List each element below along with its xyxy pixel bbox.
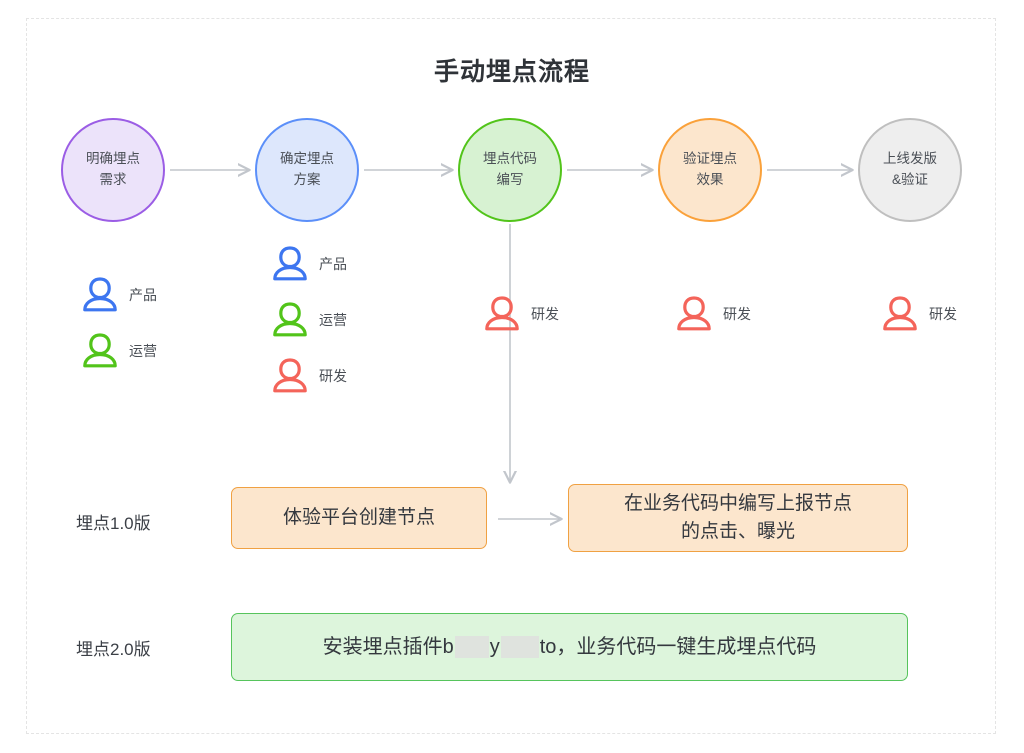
box-write-report-node-line1: 在业务代码中编写上报节点 <box>623 493 852 515</box>
box-write-report-node-line2: 的点击、曝光 <box>680 521 795 542</box>
node-requirement[interactable]: 明确埋点 需求 <box>61 118 165 222</box>
person-icon <box>677 296 711 331</box>
node-verify-line1: 验证埋点 <box>683 151 737 167</box>
role-item: 研发 <box>878 293 957 335</box>
node-release[interactable]: 上线发版 &验证 <box>858 118 962 222</box>
role-label: 运营 <box>319 312 347 328</box>
node-release-line1: 上线发版 <box>883 151 937 167</box>
role-label: 产品 <box>129 287 157 303</box>
node-plan-line1: 确定埋点 <box>280 151 334 167</box>
role-label: 研发 <box>319 368 347 384</box>
plugin-text-before: 安装埋点插件b <box>322 635 454 658</box>
person-icon <box>83 333 117 368</box>
node-requirement-line2: 需求 <box>99 172 127 187</box>
plugin-text-middle: y <box>489 635 500 658</box>
role-group-code: 研发 <box>480 293 559 349</box>
node-code-line2: 编写 <box>496 172 524 187</box>
node-plan[interactable]: 确定埋点 方案 <box>255 118 359 222</box>
role-label: 研发 <box>929 306 957 322</box>
person-icon <box>485 296 519 331</box>
version-2-label: 埋点2.0版 <box>76 640 151 659</box>
role-group-plan: 产品 运营 研发 <box>268 243 347 411</box>
role-item: 产品 <box>268 243 347 285</box>
version-1-label: 埋点1.0版 <box>76 514 151 533</box>
role-label: 研发 <box>531 306 559 322</box>
node-verify-line2: 效果 <box>696 172 724 187</box>
box-install-plugin[interactable]: 安装埋点插件b y to，业务代码一键生成埋点代码 <box>231 613 908 681</box>
plugin-text-after: to，业务代码一键生成埋点代码 <box>539 635 817 658</box>
page-title: 手动埋点流程 <box>433 58 590 86</box>
role-item: 研发 <box>480 293 559 335</box>
role-label: 运营 <box>129 343 157 359</box>
role-item: 研发 <box>268 355 347 397</box>
role-label: 产品 <box>319 256 347 272</box>
role-item: 研发 <box>672 293 751 335</box>
role-label: 研发 <box>723 306 751 322</box>
node-verify[interactable]: 验证埋点 效果 <box>658 118 762 222</box>
node-code-line1: 埋点代码 <box>483 151 537 167</box>
person-icon <box>273 246 307 281</box>
role-group-verify: 研发 <box>672 293 751 349</box>
node-release-line2: &验证 <box>891 172 928 187</box>
role-item: 产品 <box>78 274 157 316</box>
role-item: 运营 <box>78 330 157 372</box>
node-plan-line2: 方案 <box>293 172 321 187</box>
person-icon <box>273 358 307 393</box>
box-create-node[interactable]: 体验平台创建节点 <box>231 487 487 549</box>
node-code[interactable]: 埋点代码 编写 <box>458 118 562 222</box>
role-item: 运营 <box>268 299 347 341</box>
person-icon <box>83 277 117 312</box>
box-write-report-node[interactable]: 在业务代码中编写上报节点 的点击、曝光 <box>568 484 908 552</box>
role-group-requirement: 产品 运营 <box>78 274 157 386</box>
role-group-release: 研发 <box>878 293 957 349</box>
person-icon <box>883 296 917 331</box>
redaction-block <box>500 636 539 658</box>
person-icon <box>273 302 307 337</box>
redaction-block <box>454 636 489 658</box>
node-requirement-line1: 明确埋点 <box>86 151 140 167</box>
